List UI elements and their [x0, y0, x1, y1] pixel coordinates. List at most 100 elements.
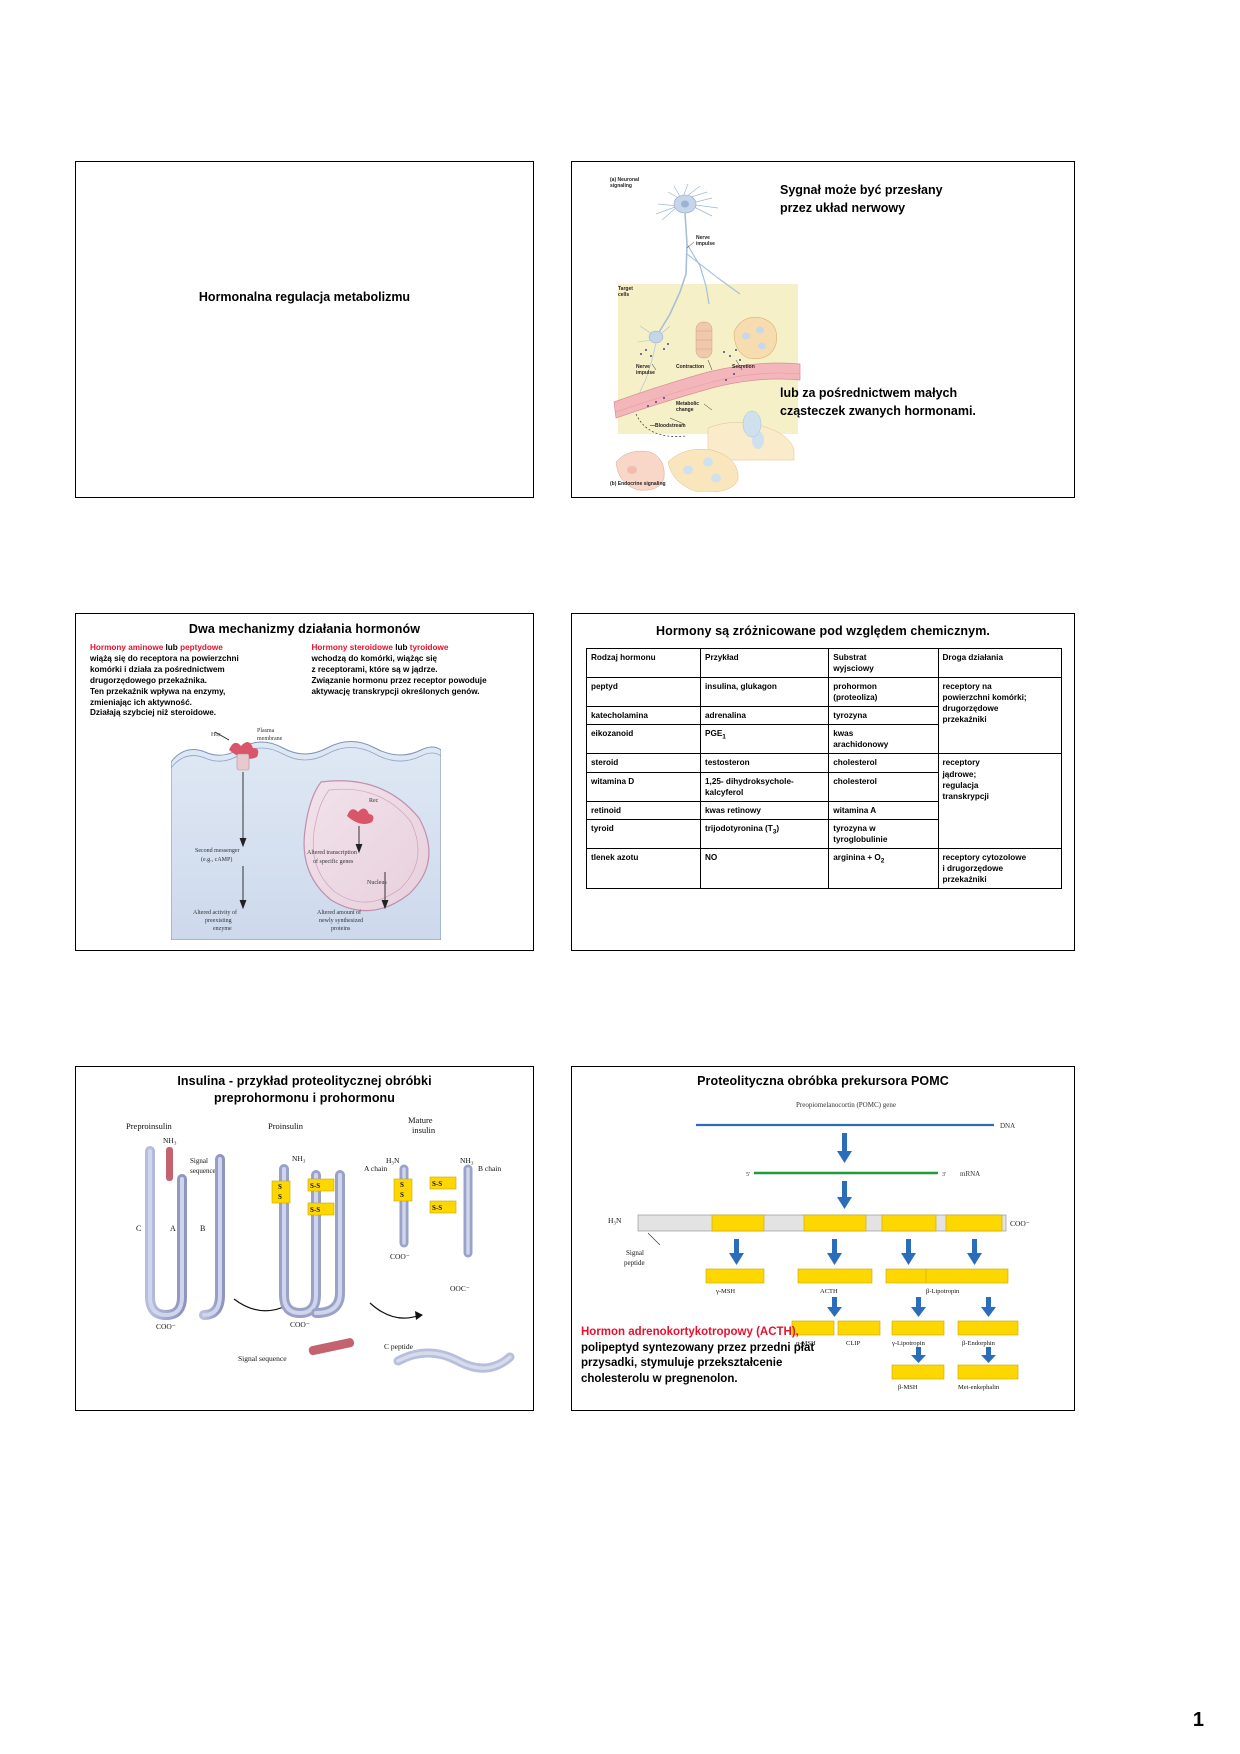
table-row: tlenek azotu NO arginina + O2 receptory …: [586, 847, 1062, 890]
cell-droga-group-2: receptory jądrowe; regulacja transkrypcj…: [937, 753, 1062, 849]
cell-substrat: arginina + O2: [828, 847, 939, 890]
table-row: retinoid kwas retinowy witamina A: [586, 800, 1062, 820]
header-przyklad: Przykład: [699, 647, 830, 679]
cell-substrat: witamina A: [828, 800, 939, 820]
svg-text:B: B: [200, 1224, 205, 1233]
svg-text:S: S: [278, 1183, 282, 1191]
svg-text:S-S: S-S: [432, 1180, 442, 1188]
cell-przyklad: testosteron: [699, 753, 830, 773]
cell-substrat: prohormon(proteoliza): [828, 677, 939, 708]
svg-text:CLIP: CLIP: [846, 1340, 860, 1347]
right-column-line-0: wchodzą do komórki, wiążąc się: [311, 653, 438, 663]
figure-label-bloodstream: —Bloodstream: [650, 423, 686, 429]
svg-text:C peptide: C peptide: [384, 1342, 414, 1351]
svg-text:Hor: Hor: [211, 732, 220, 738]
cell-substrat: cholesterol: [828, 771, 939, 802]
cell-rodzaj: tyroid: [586, 818, 701, 849]
svg-text:Preproinsulin: Preproinsulin: [126, 1121, 173, 1131]
cell-rodzaj: retinoid: [586, 800, 701, 820]
svg-text:Rec: Rec: [369, 798, 379, 804]
slide-6-body-text: Hormon adrenokortykotropowy (ACTH), poli…: [581, 1325, 851, 1388]
svg-text:3': 3': [942, 1172, 946, 1178]
figure-label-secretion: Secretion: [732, 364, 755, 370]
svg-text:preexisting: preexisting: [205, 918, 232, 924]
svg-text:S-S: S-S: [432, 1204, 442, 1212]
slide-3-left-column: Hormony aminowe lub peptydowe wiążą się …: [90, 643, 298, 719]
slide-5-title: Insulina - przykład proteolitycznej obró…: [177, 1074, 432, 1105]
right-column-line-2: Związanie hormonu przez receptor powoduj…: [311, 675, 487, 685]
svg-text:of specific genes: of specific genes: [313, 858, 354, 865]
cell-rodzaj: tlenek azotu: [586, 847, 701, 890]
slide-2-text-bottom: lub za pośrednictwem małych cząsteczek z…: [780, 386, 976, 419]
cell-przyklad: NO: [699, 847, 830, 890]
svg-text:peptide: peptide: [624, 1259, 645, 1267]
figure-label-b-endocrine: (b) Endocrine signaling: [610, 481, 666, 487]
cell-substrat: tyrozyna: [828, 706, 939, 726]
left-column-line-4: zmieniając ich aktywność.: [90, 697, 192, 707]
table-row: peptyd insulina, glukagon prohormon(prot…: [586, 677, 1062, 755]
cell-przyklad: insulina, glukagon: [699, 677, 830, 708]
svg-text:NH₃: NH₃: [163, 1136, 177, 1145]
svg-text:COO⁻: COO⁻: [1010, 1219, 1030, 1228]
slide-3-right-column: Hormony steroidowe lub tyroidowe wchodzą…: [312, 643, 520, 719]
slide-4-title: Hormony są zróżnicowane pod względem che…: [655, 624, 991, 638]
svg-text:COO⁻: COO⁻: [390, 1252, 410, 1261]
cell-rodzaj: eikozanoid: [586, 724, 701, 755]
slide-2-text-top: Sygnał może być przesłany przez układ ne…: [780, 183, 943, 216]
svg-text:C: C: [136, 1224, 141, 1233]
figure-label-nerve-impulse: Nerve impulse: [636, 364, 655, 376]
cell-rodzaj: witamina D: [586, 771, 701, 802]
slide-5: Insulina - przykład proteolitycznej obró…: [75, 1066, 534, 1411]
svg-text:COO⁻: COO⁻: [290, 1320, 310, 1329]
slide-1: Hormonalna regulacja metabolizmu: [75, 161, 534, 498]
svg-text:S: S: [400, 1181, 404, 1189]
svg-text:Signal: Signal: [626, 1249, 644, 1257]
page-number: 1: [1192, 1709, 1204, 1731]
svg-text:S-S: S-S: [310, 1206, 320, 1214]
figure-label-metabolic-change: Metabolic change: [676, 401, 700, 413]
svg-text:NH₃: NH₃: [292, 1154, 306, 1163]
svg-text:Altered amount of: Altered amount of: [317, 909, 361, 916]
slide-6-text-line-1: przysadki, stymuluje przekształcenie: [581, 1357, 783, 1370]
svg-text:enzyme: enzyme: [213, 926, 232, 932]
svg-text:A chain: A chain: [364, 1164, 387, 1173]
header-droga-dzialania: Droga działania: [937, 647, 1062, 679]
right-column-heading: Hormony steroidowe lub tyroidowe: [311, 643, 449, 652]
slide-3-title: Dwa mechanizmy działania hormonów: [188, 622, 421, 636]
svg-text:β-Lipotropin: β-Lipotropin: [926, 1288, 960, 1295]
cell-droga-group-1: receptory na powierzchni komórki; drugor…: [937, 677, 1062, 755]
svg-text:OOC⁻: OOC⁻: [450, 1284, 470, 1293]
left-column-heading: Hormony aminowe lub peptydowe: [90, 643, 223, 652]
insulin-processing-figure: Preproinsulin NH₃ Signal sequence C A B: [98, 1109, 516, 1405]
table-row: katecholamina adrenalina tyrozyna: [586, 706, 1062, 726]
svg-text:newly synthesized: newly synthesized: [319, 918, 363, 924]
slide-6-text-line-2: cholesterolu w pregnenolon.: [581, 1372, 738, 1385]
svg-text:Plasma: Plasma: [257, 728, 275, 734]
acth-red-heading: Hormon adrenokortykotropowy (ACTH),: [581, 1326, 799, 1338]
svg-text:β-MSH: β-MSH: [898, 1384, 918, 1391]
svg-text:Met-enkephalin: Met-enkephalin: [958, 1384, 1000, 1391]
cell-substrat: cholesterol: [828, 753, 939, 773]
cell-przyklad: adrenalina: [699, 706, 830, 726]
hormone-action-mechanism-figure: Hor Plasma membrane Rec Second messenger…: [171, 722, 441, 940]
svg-text:β-Endorphin: β-Endorphin: [962, 1340, 996, 1347]
table-row: witamina D 1,25- dihydroksychole-kalcyfe…: [586, 771, 1062, 802]
cell-przyklad: PGE1: [699, 724, 830, 755]
left-column-line-5: Działają szybciej niż steroidowe.: [90, 708, 217, 718]
svg-text:COO⁻: COO⁻: [156, 1322, 176, 1331]
slide-4: Hormony są zróżnicowane pod względem che…: [571, 613, 1075, 951]
left-column-line-1: komórki i działa za pośrednictwem: [90, 664, 225, 674]
right-column-line-3: aktywację transkrypcji określonych genów…: [311, 686, 480, 696]
svg-text:5': 5': [746, 1172, 750, 1178]
slide-6: Proteolityczna obróbka prekursora POMC P…: [571, 1066, 1075, 1411]
svg-text:S: S: [278, 1193, 282, 1201]
figure-label-contraction: Contraction: [676, 364, 705, 370]
svg-text:α-MSH: α-MSH: [796, 1340, 816, 1347]
figure-label-target-cells: Target cells: [618, 286, 633, 298]
cell-rodzaj: peptyd: [586, 677, 701, 708]
svg-text:insulin: insulin: [412, 1125, 436, 1135]
svg-text:DNA: DNA: [1000, 1122, 1015, 1130]
